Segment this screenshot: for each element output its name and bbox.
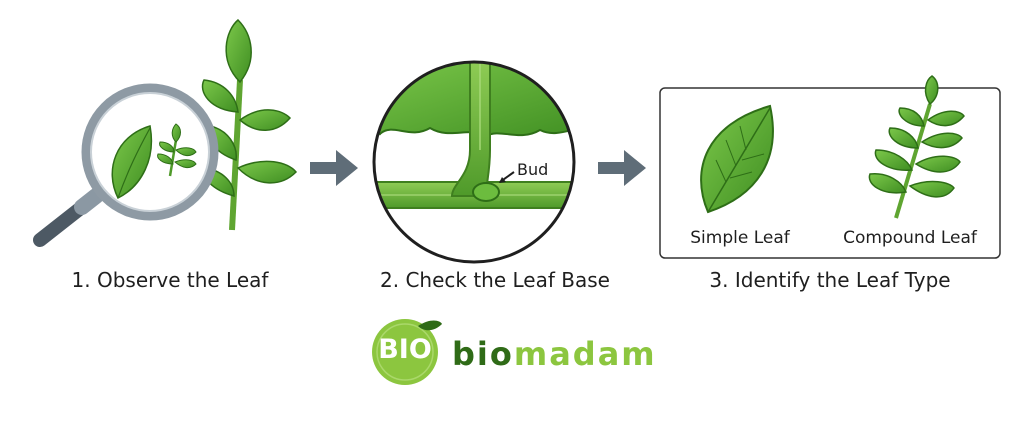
arrow-right-icon: [310, 150, 358, 186]
zoom-circle: [372, 60, 576, 264]
step2-illustration: [372, 60, 576, 264]
brand-name: biomadam: [452, 335, 657, 373]
logo-circle: [372, 319, 438, 385]
plant-stem: [229, 79, 243, 231]
step2-caption: 2. Check the Leaf Base: [380, 268, 610, 292]
compound-leaf-label: Compound Leaf: [843, 228, 977, 248]
compound-leaf-rachis: [894, 103, 932, 219]
bud-label: Bud: [517, 160, 549, 179]
brand-name-part1: bio: [452, 335, 514, 373]
step3-caption: 3. Identify the Leaf Type: [709, 268, 951, 292]
simple-leaf-label: Simple Leaf: [690, 228, 790, 248]
step1-caption: 1. Observe the Leaf: [71, 268, 269, 292]
brand-name-part2: madam: [513, 335, 657, 373]
bud: [472, 182, 500, 202]
logo-text: BIO: [378, 334, 432, 365]
compound-leaf-icon: [868, 75, 965, 198]
step1-illustration: [33, 18, 298, 247]
arrow-right-icon: [598, 150, 646, 186]
plant-leaf: [225, 18, 252, 84]
plant-leaf: [236, 160, 298, 184]
plant-leaf: [201, 79, 239, 113]
logo-leaf-icon: [418, 320, 442, 331]
brand-logo: [372, 319, 442, 385]
plant-leaf: [238, 109, 292, 131]
step3-illustration: [659, 75, 1001, 259]
